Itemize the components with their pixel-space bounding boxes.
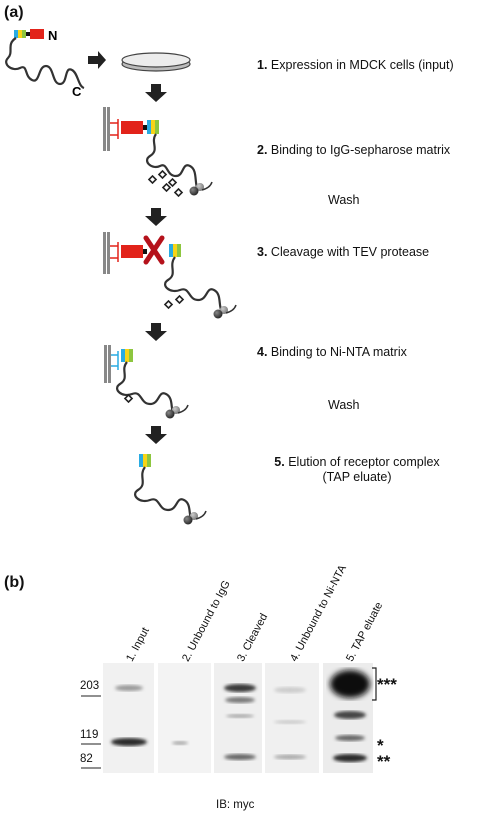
blot-lane [158, 663, 211, 773]
step-number: 5. [274, 455, 285, 469]
complex-step2 [103, 107, 213, 198]
marker-label: 203 [80, 680, 100, 692]
step-4: 4. Binding to Ni-NTA matrix [257, 345, 407, 360]
petri-dish-icon [121, 52, 191, 72]
construct-step1 [5, 29, 85, 90]
right-arrow-icon [88, 51, 106, 69]
step-number: 3. [257, 245, 268, 259]
step-number: 2. [257, 143, 268, 157]
step-1: 1. Expression in MDCK cells (input) [257, 58, 454, 73]
band-annotation: *** [377, 675, 397, 694]
step-text: Binding to IgG-sepharose matrix [270, 143, 451, 157]
antibody-label: IB: myc [216, 799, 255, 811]
step-5: 5. Elution of receptor complex (TAP elua… [257, 455, 457, 485]
marker-label: 119 [80, 729, 99, 741]
step-3: 3. Cleavage with TEV protease [257, 245, 429, 260]
cleavage-x-icon [143, 235, 165, 265]
band-annotation: * [377, 736, 384, 755]
wash-label: Wash [328, 193, 360, 207]
step-text: Elution of receptor complex [288, 455, 440, 469]
complex-step4 [104, 345, 189, 419]
complex-step3 [103, 232, 237, 319]
bracket [372, 667, 377, 701]
step-text: Expression in MDCK cells (input) [270, 58, 454, 72]
step-number: 4. [257, 345, 268, 359]
step-2: 2. Binding to IgG-sepharose matrix [257, 143, 450, 158]
c-terminus-label: C [72, 84, 82, 99]
step-text: Binding to Ni-NTA matrix [270, 345, 407, 359]
wash-label: Wash [328, 398, 360, 412]
down-arrow-icon [145, 84, 167, 102]
panel-b-label: (b) [4, 574, 25, 591]
blot-lane [103, 663, 154, 773]
down-arrow-icon [145, 208, 167, 226]
band-annotation: ** [377, 752, 391, 771]
step-number: 1. [257, 58, 268, 72]
panel-a-label: (a) [4, 4, 24, 21]
down-arrow-icon [145, 323, 167, 341]
marker-label: 82 [80, 753, 93, 765]
n-terminus-label: N [48, 28, 57, 43]
down-arrow-icon [145, 426, 167, 444]
complex-step5 [134, 454, 207, 525]
step-text: Cleavage with TEV protease [270, 245, 430, 259]
step-text-2: (TAP eluate) [322, 470, 392, 484]
western-blot [81, 663, 377, 773]
